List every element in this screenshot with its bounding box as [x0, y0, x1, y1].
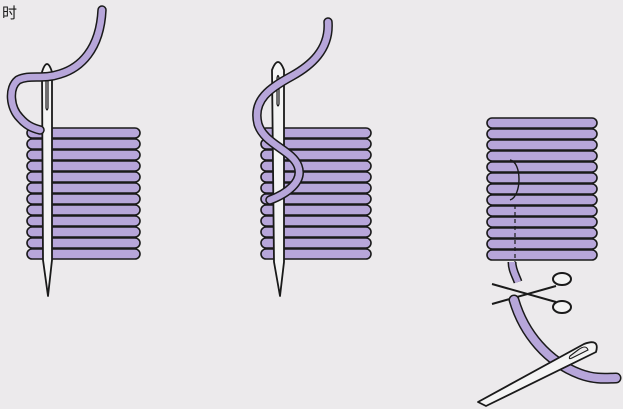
needle-icon: [272, 62, 284, 296]
step-2-panel: [257, 22, 371, 296]
scissors-icon: [492, 273, 571, 313]
thread-block-3: [487, 118, 597, 282]
step-1-panel: [11, 10, 140, 296]
step-3-panel: [478, 118, 616, 406]
needle-icon: [42, 64, 52, 296]
thread-icon: [11, 10, 102, 130]
